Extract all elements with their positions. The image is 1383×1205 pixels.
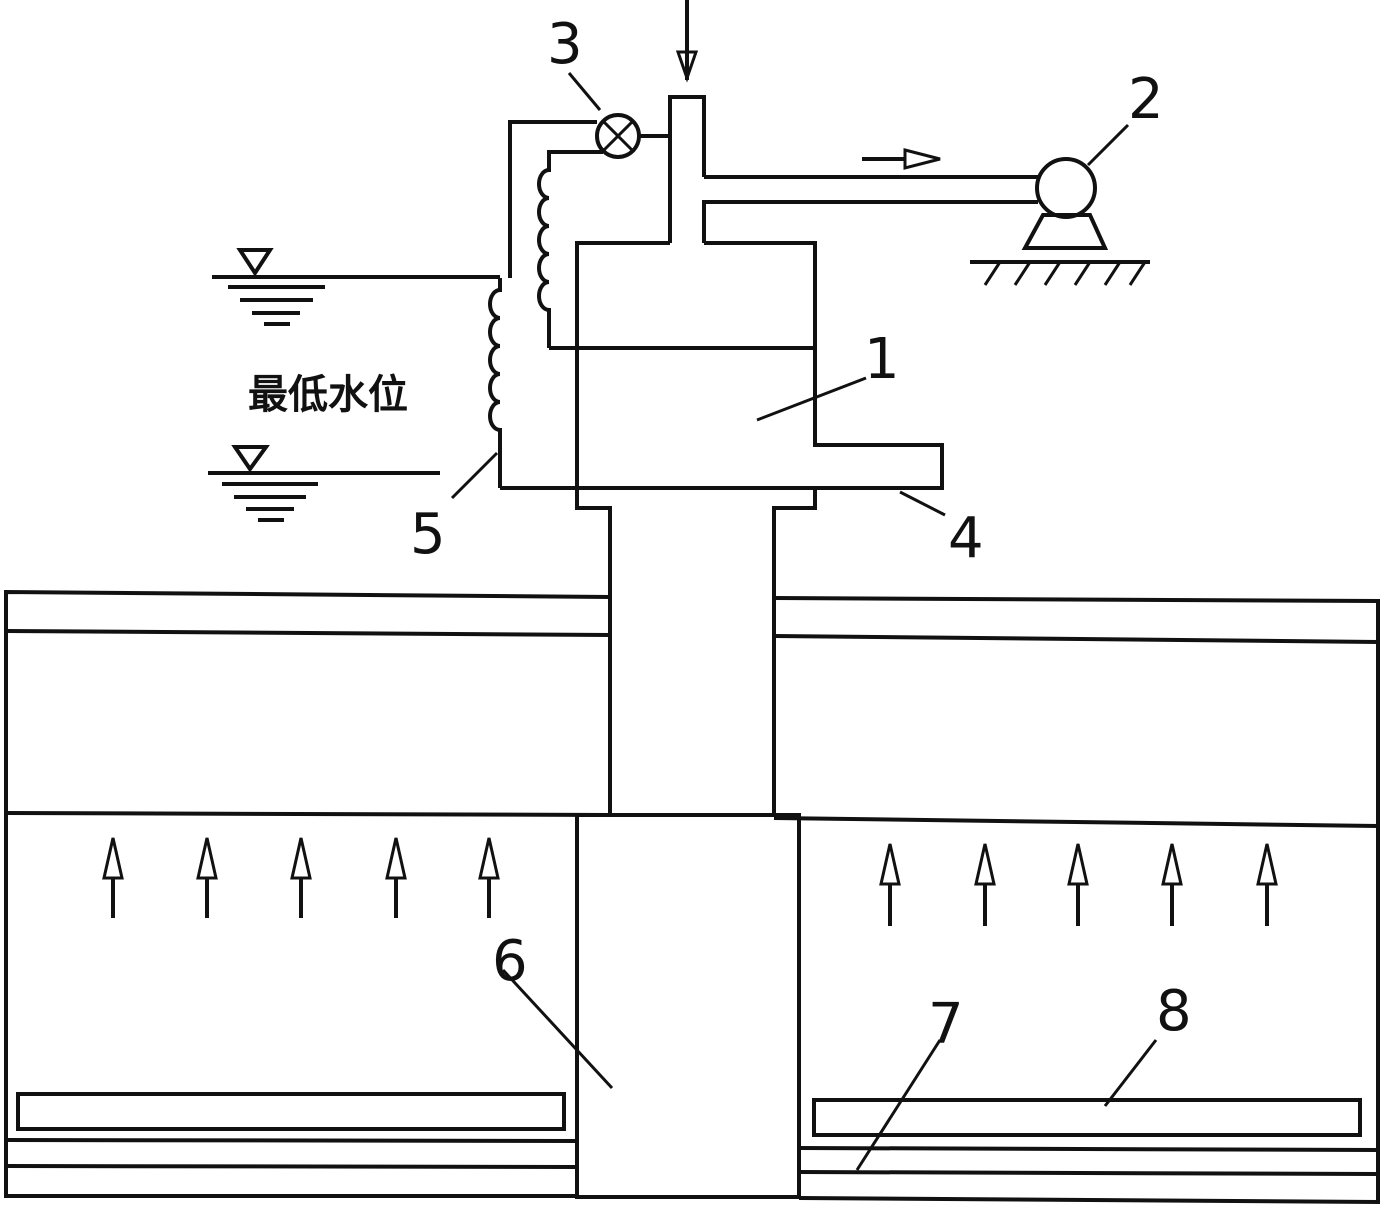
up-arrow-icon <box>196 837 218 918</box>
ground-hatch <box>983 261 1147 286</box>
water-level-icon <box>231 445 270 473</box>
body-1 <box>500 241 944 490</box>
inlet-arrow-icon <box>675 50 699 83</box>
water-level-icon <box>236 248 274 277</box>
up-arrow-icon <box>290 837 312 918</box>
plate-left <box>16 1092 566 1131</box>
plate-8 <box>812 1098 1362 1137</box>
inlet-pipe <box>668 0 706 243</box>
callout-2: 2 <box>1128 67 1164 132</box>
up-arrow-icon <box>385 837 407 918</box>
callout-6: 6 <box>492 929 528 994</box>
callout-1: 1 <box>864 327 900 392</box>
valve-3 <box>508 113 670 348</box>
water-level-upper <box>212 248 500 326</box>
up-arrow-icon <box>974 843 996 926</box>
outlet-pipe <box>702 148 1040 243</box>
upflow-arrows <box>102 837 1278 926</box>
leader-lines <box>501 72 1158 1171</box>
up-arrow-icon <box>879 843 901 926</box>
water-level-lower <box>208 445 440 522</box>
callout-3: 3 <box>547 12 583 77</box>
up-arrow-icon <box>102 837 124 918</box>
pump-icon <box>1035 157 1097 219</box>
column-6 <box>575 813 801 1199</box>
tank <box>4 589 1380 1205</box>
callout-8: 8 <box>1156 979 1192 1044</box>
callout-5: 5 <box>410 502 446 567</box>
pump-2 <box>970 157 1150 286</box>
column-connector <box>575 488 817 815</box>
hose-5 <box>450 278 502 500</box>
up-arrow-icon <box>1161 843 1183 926</box>
callout-4: 4 <box>948 506 984 571</box>
water-level-label: 最低水位 <box>248 372 408 418</box>
up-arrow-icon <box>1067 843 1089 926</box>
up-arrow-icon <box>1256 843 1278 926</box>
callout-7: 7 <box>928 992 964 1057</box>
flow-arrow-icon <box>903 148 941 170</box>
up-arrow-icon <box>478 837 500 918</box>
